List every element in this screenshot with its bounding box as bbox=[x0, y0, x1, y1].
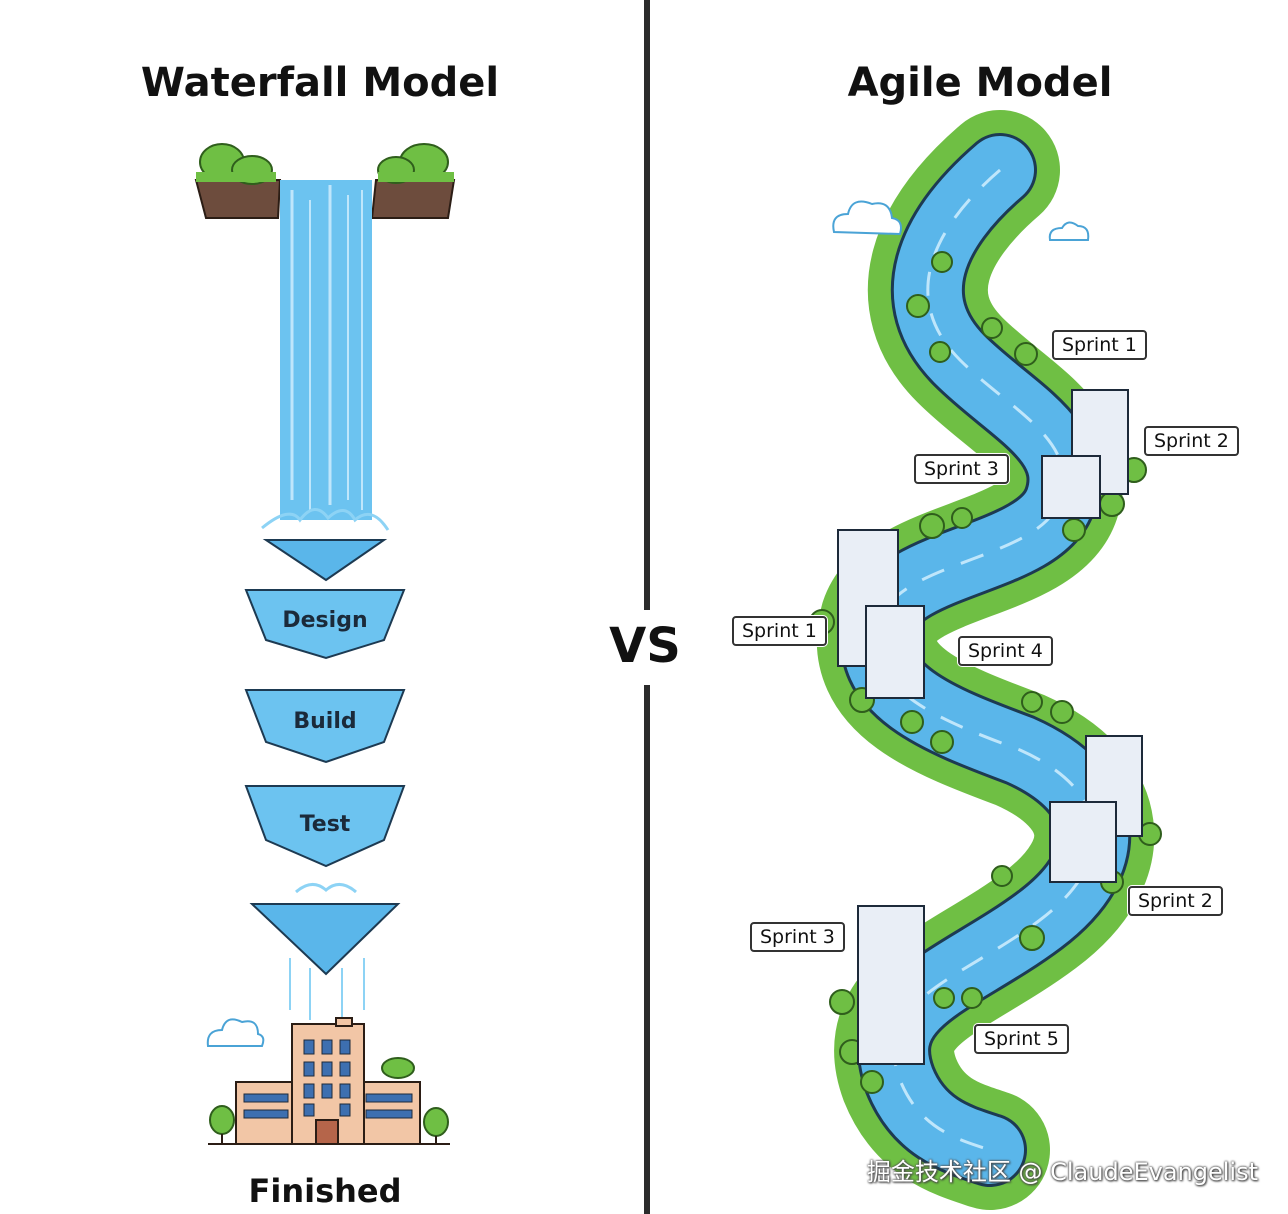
divider-bottom bbox=[644, 685, 650, 1214]
funnel-top bbox=[262, 539, 388, 582]
waterfall-title: Waterfall Model bbox=[140, 60, 500, 106]
finished-label: Finished bbox=[248, 1172, 402, 1210]
finished-building bbox=[208, 1017, 450, 1145]
cloud-icon bbox=[1048, 221, 1090, 241]
sprint-label: Sprint 1 bbox=[1052, 330, 1147, 360]
stage-test: Test bbox=[244, 785, 406, 868]
sprint-label: Sprint 5 bbox=[974, 1024, 1069, 1054]
divider-top bbox=[644, 0, 650, 610]
watermark: 掘金技术社区 @ ClaudeEvangelist bbox=[866, 1158, 1258, 1186]
cloud-icon bbox=[832, 200, 902, 236]
stage-design: Design bbox=[244, 589, 406, 660]
stage-label: Build bbox=[293, 709, 356, 734]
cloud-icon bbox=[206, 1018, 265, 1047]
left-cliff bbox=[194, 143, 282, 219]
stage-build: Build bbox=[244, 689, 406, 764]
sprint-label: Sprint 1 bbox=[732, 616, 827, 646]
agile-buildings bbox=[837, 389, 1143, 1065]
right-cliff bbox=[370, 143, 456, 219]
sprint-label: Sprint 2 bbox=[1144, 426, 1239, 456]
sprint-label: Sprint 3 bbox=[750, 922, 845, 952]
sprint-label: Sprint 4 bbox=[958, 636, 1053, 666]
stage-label: Design bbox=[282, 608, 367, 633]
funnel-bottom bbox=[249, 883, 401, 1020]
agile-title: Agile Model bbox=[847, 60, 1113, 106]
sprint-label: Sprint 2 bbox=[1128, 886, 1223, 916]
waterfall-stream bbox=[261, 180, 390, 531]
vs-label: VS bbox=[609, 618, 681, 674]
stage-label: Test bbox=[300, 812, 351, 837]
sprint-label: Sprint 3 bbox=[914, 454, 1009, 484]
